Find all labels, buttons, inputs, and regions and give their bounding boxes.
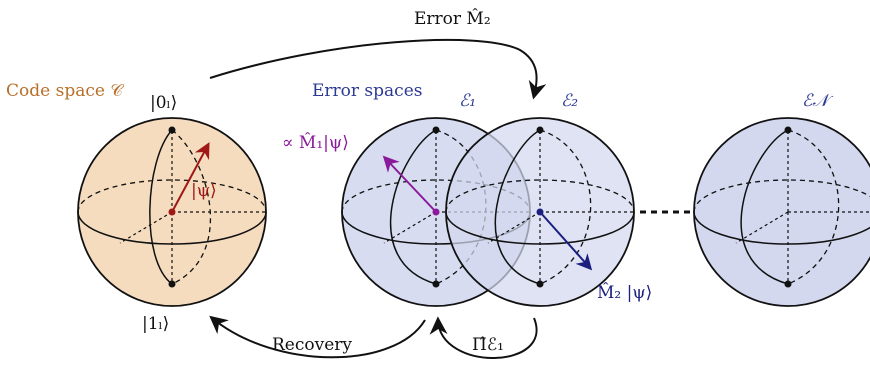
en-label: ℰ𝒩 [802,91,834,111]
error-sphere-en [693,117,870,307]
projector-label: Π̂ℰ₁ [472,335,504,355]
m1psi-label: ∝ M̂₁|ψ⟩ [282,133,349,153]
error-sphere-e2 [445,117,635,307]
projector-arrow [429,316,538,359]
psi-vector [171,142,210,213]
m2psi-label: M̂₂ |ψ⟩ [597,283,652,303]
code-space-label: Code space 𝒞 [6,81,124,101]
code-space-sphere [77,117,267,307]
ket1-label: |1ₗ⟩ [142,314,169,334]
psi-label: |ψ⟩ [191,181,217,201]
e2-label: ℰ₂ [561,91,578,111]
recovery-label: Recovery [272,335,352,355]
error-label: Error M̂₂ [414,9,491,29]
ket0-label: |0ₗ⟩ [150,93,177,113]
e1-label: ℰ₁ [459,91,476,111]
error-arrow [209,38,547,100]
m1-psi-vector [382,155,437,213]
recovery-arrow [209,315,426,359]
m2-psi-vector [539,211,593,271]
error-spaces-label: Error spaces [312,81,422,101]
